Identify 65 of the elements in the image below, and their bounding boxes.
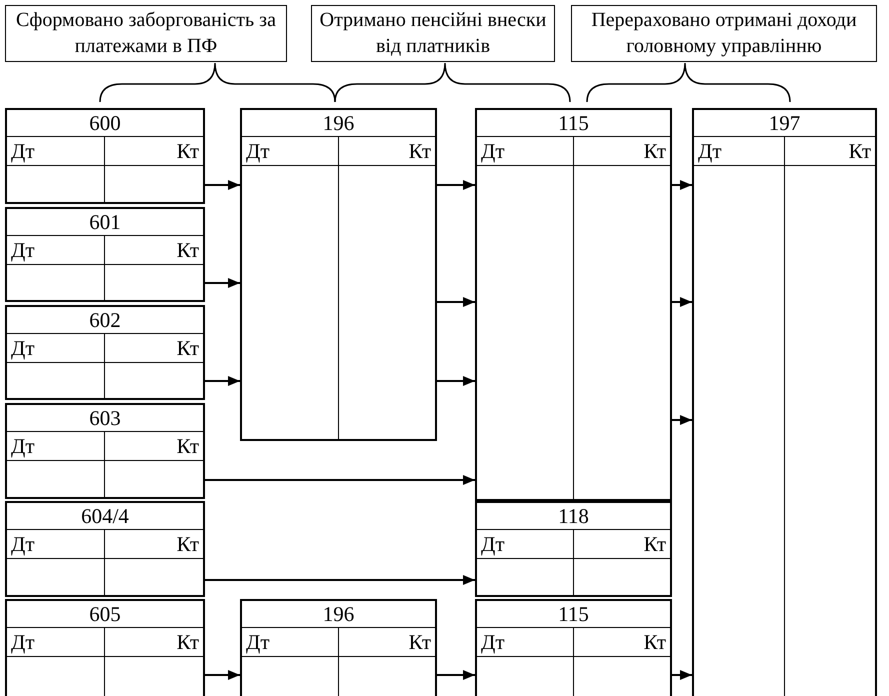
account-number: 605 [7,601,203,628]
t-account [240,599,437,696]
debit-label: Дт [7,137,105,165]
arrow [672,415,692,425]
debit-label: Дт [477,628,574,656]
credit-label: Кт [408,629,432,656]
arrow [437,376,475,386]
arrow [205,376,240,386]
t-account [475,108,672,501]
t-account [5,403,205,499]
debit-label: Дт [7,530,105,558]
account-number: 603 [7,405,203,432]
t-account [5,207,205,302]
caption-box: Отримано пенсійні внески від платників [311,5,555,62]
account-number: 115 [477,110,670,137]
credit-label: Кт [176,138,200,165]
account-number: 118 [477,503,670,530]
t-account [5,501,205,597]
t-account [5,599,205,696]
credit-label: Кт [642,138,667,165]
caption-box: Сформовано заборгованість за платежами в ПФ [5,5,287,62]
account-number: 604/4 [7,503,203,530]
debit-label: Дт [477,530,574,558]
arrow [672,180,692,190]
debit-label: Дт [242,137,338,165]
account-number: 602 [7,307,203,334]
arrow [205,278,240,288]
debit-label: Дт [7,628,105,656]
arrow [437,670,475,680]
debit-label: Дт [7,334,105,362]
debit-label: Дт [477,137,574,165]
arrow [205,575,475,585]
debit-label: Дт [694,137,784,165]
arrow [205,670,240,680]
account-number: 601 [7,209,203,236]
arrow [205,180,240,190]
arrow [205,475,475,485]
debit-label: Дт [7,236,105,264]
arrow [437,297,475,307]
arrow [672,670,692,680]
credit-label: Кт [848,138,872,165]
account-number: 196 [242,110,435,137]
account-number: 115 [477,601,670,628]
debit-label: Дт [7,432,105,460]
t-account [5,305,205,400]
account-number: 197 [694,110,875,137]
credit-label: Кт [176,237,200,264]
credit-label: Кт [408,138,432,165]
credit-label: Кт [176,335,200,362]
account-number: 196 [242,601,435,628]
arrow [437,180,475,190]
credit-label: Кт [642,531,667,558]
credit-label: Кт [642,629,667,656]
debit-label: Дт [242,628,338,656]
t-account [475,501,672,597]
credit-label: Кт [176,433,200,460]
t-account [475,599,672,696]
account-number: 600 [7,110,203,137]
t-account [240,108,437,441]
arrow [672,297,692,307]
t-account [5,108,205,204]
credit-label: Кт [176,629,200,656]
credit-label: Кт [176,531,200,558]
caption-box: Перераховано отримані доходи головному управлінню [571,5,877,62]
t-account [692,108,877,696]
